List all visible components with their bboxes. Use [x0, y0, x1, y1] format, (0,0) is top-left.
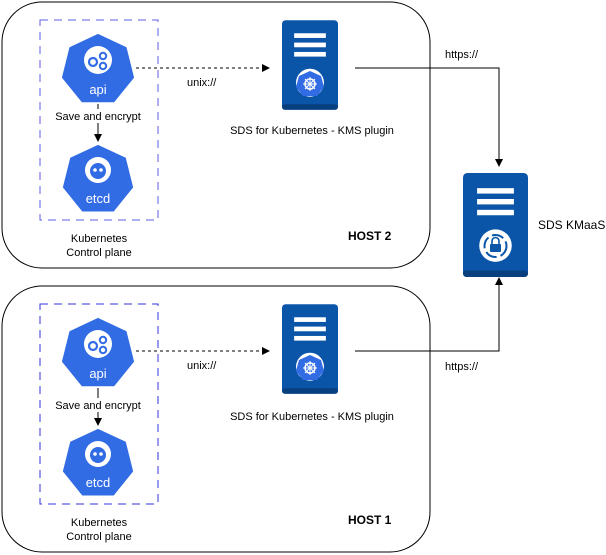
kubernetes-etcd-icon[interactable]: etcd: [62, 428, 134, 496]
kubernetes-etcd-icon[interactable]: etcd: [62, 144, 134, 212]
server-kubernetes-icon[interactable]: [282, 20, 338, 110]
kubernetes-api-icon[interactable]: api: [61, 317, 135, 387]
host-1-https-arrow: [355, 277, 503, 352]
host-1-boundary: [1, 285, 431, 553]
svg-text:api: api: [89, 82, 106, 97]
kms-plugin-label: SDS for Kubernetes - KMS plugin: [230, 125, 394, 137]
host-2-https-arrow: [355, 67, 503, 167]
save-encrypt-label: Save and encrypt: [55, 400, 141, 412]
server-kubernetes-icon[interactable]: [282, 304, 338, 394]
host-2-https-label: https://: [445, 49, 479, 61]
host-1-container: HOST 1 api Save and encrypt etcd Kuberne…: [1, 285, 431, 553]
control-plane-label-line1: Kubernetes: [71, 517, 128, 529]
control-plane-boundary: [39, 303, 159, 505]
host-2-container: HOST 2 api Save and encrypt etcd Kuberne…: [1, 1, 431, 269]
save-encrypt-label: Save and encrypt: [55, 111, 141, 123]
svg-text:etcd: etcd: [86, 191, 111, 206]
server-lock-icon[interactable]: [463, 173, 528, 277]
kubernetes-api-icon[interactable]: api: [61, 33, 135, 103]
control-plane-label-line2: Control plane: [66, 531, 131, 543]
unix-socket-label: unix://: [187, 77, 217, 89]
svg-text:etcd: etcd: [86, 475, 111, 490]
control-plane-label-line2: Control plane: [66, 247, 131, 259]
host-2-title: HOST 2: [348, 229, 392, 243]
kmaas-label: SDS KMaaS: [538, 218, 605, 232]
host-2-boundary: [1, 1, 431, 269]
host-1-title: HOST 1: [348, 513, 392, 527]
unix-socket-label: unix://: [187, 360, 217, 372]
kms-plugin-label: SDS for Kubernetes - KMS plugin: [230, 411, 394, 423]
host-1-https-label: https://: [445, 361, 479, 373]
control-plane-label-line1: Kubernetes: [71, 233, 128, 245]
svg-text:api: api: [89, 366, 106, 381]
